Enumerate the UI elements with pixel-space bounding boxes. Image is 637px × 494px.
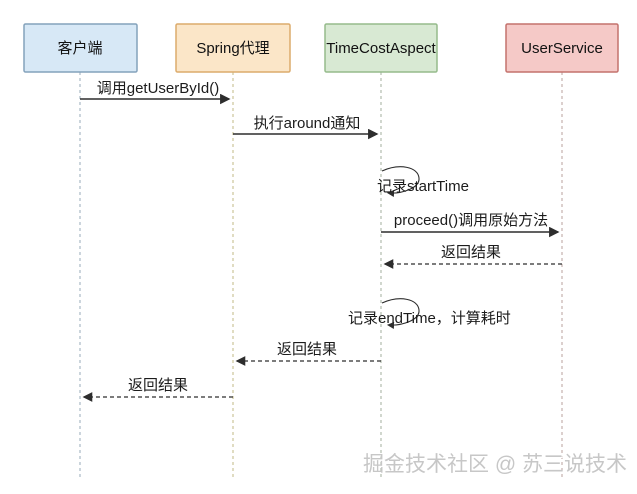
actor-box-aspect — [324, 23, 438, 73]
message-label-1: 调用getUserById() — [97, 80, 220, 97]
actor-label-aspect: TimeCostAspect — [326, 40, 436, 57]
actor-box-user-service — [505, 23, 619, 73]
message-label-6: 记录endTime，计算耗时 — [348, 309, 511, 327]
actor-label-user-service: UserService — [521, 40, 603, 57]
message-label-8: 返回结果 — [128, 377, 188, 394]
self-loop-arrow-6 — [381, 298, 420, 329]
watermark-text: 掘金技术社区 @ 苏三说技术 — [363, 453, 627, 476]
actor-box-spring-proxy — [175, 23, 291, 73]
message-label-5: 返回结果 — [441, 244, 501, 261]
actor-box-client — [23, 23, 138, 73]
message-label-4: proceed()调用原始方法 — [394, 212, 548, 229]
message-label-2: 执行around通知 — [254, 115, 361, 132]
actor-label-client: 客户端 — [57, 40, 102, 57]
actor-label-spring-proxy: Spring代理 — [196, 40, 269, 57]
message-label-3: 记录startTime — [377, 178, 469, 195]
self-loop-arrow-3 — [381, 166, 420, 197]
message-label-7: 返回结果 — [277, 341, 337, 358]
